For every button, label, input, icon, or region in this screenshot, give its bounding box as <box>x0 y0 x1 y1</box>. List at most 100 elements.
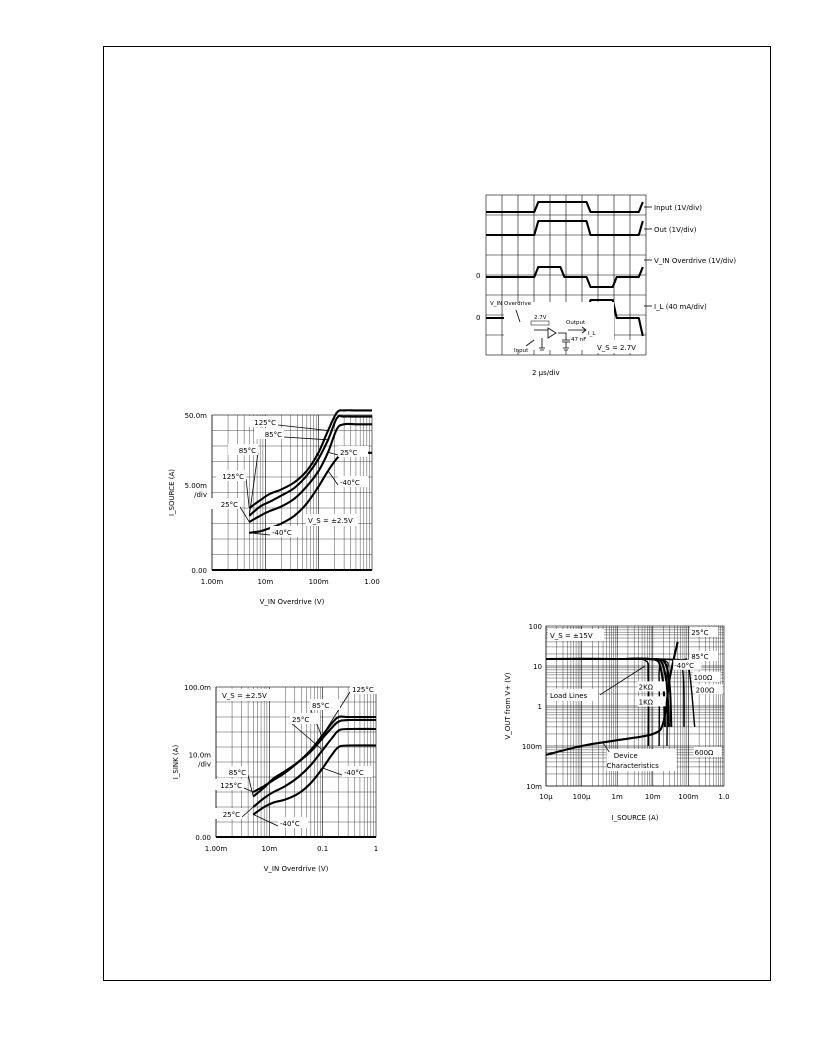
series-device-characteristics <box>545 641 679 756</box>
x-tick-label: 1.00m <box>201 578 224 586</box>
y-tick-label: 100.0m <box>184 684 211 692</box>
series-label-85-c: 85°C <box>312 702 329 710</box>
inset-vin-overdrive-label: V_IN Overdrive <box>490 301 532 307</box>
y-tick-label: 100 <box>529 623 542 631</box>
x-tick-label: 1.00m <box>205 845 228 853</box>
supply-annotation: V_S = ±15V <box>550 632 593 640</box>
scope-trace-v-in-overdrive <box>486 265 644 289</box>
leader-85-c <box>247 774 254 797</box>
scope-overdrive-label: V_IN Overdrive (1V/div) <box>654 257 736 265</box>
inset-input-label: Input <box>514 348 529 354</box>
label-bg <box>694 684 723 695</box>
label-bg <box>310 699 340 710</box>
leader-125-c <box>322 691 351 736</box>
y-tick-label: 10m <box>526 783 542 791</box>
inset-output-label: Output <box>566 320 586 326</box>
label-bg <box>228 444 258 455</box>
y-tick-label: 5.00m <box>185 482 208 490</box>
series-25-c <box>248 422 373 523</box>
x-tick-label: 0.1 <box>317 845 328 853</box>
series-label-125-c: 125°C <box>220 782 242 790</box>
x-tick-label: 100m <box>309 578 329 586</box>
leader-125-c <box>245 478 250 509</box>
y-tick-label: 10 <box>533 663 542 671</box>
x-tick-label: 100m <box>678 793 698 801</box>
label-bg <box>248 416 278 427</box>
label-bg <box>690 626 719 637</box>
leader-40-c <box>249 532 271 536</box>
series-label-40-c: -40°C <box>344 769 364 777</box>
y-axis-label: I_SINK (A) <box>172 745 180 780</box>
series-label-600: 600Ω <box>695 749 714 757</box>
series-label-85-c: 85°C <box>691 653 708 661</box>
label-bg <box>338 476 368 487</box>
series-label-40-c: -40°C <box>280 820 300 828</box>
y-axis-label: V_OUT from V+ (V) <box>504 672 512 739</box>
leader-125-c <box>243 787 254 793</box>
x-tick-label: 1.0 <box>718 793 729 801</box>
page-frame <box>103 46 771 981</box>
supply-annotation: V_S = ±2.5V <box>222 692 267 700</box>
annotation-bg <box>606 749 677 772</box>
leader-40-c <box>327 470 339 486</box>
label-bg <box>693 746 722 757</box>
x-tick-label: 10m <box>257 578 273 586</box>
leader-125-c <box>277 424 329 431</box>
leader-85-c <box>283 436 329 441</box>
inset-capacitor-label: 47 nF <box>571 337 586 343</box>
scope-input-label: Input (1V/div) <box>654 204 702 212</box>
series-label-40-c: -40°C <box>272 529 292 537</box>
y-div-label: /div <box>194 491 207 499</box>
y-tick-label: 0.00 <box>191 567 207 575</box>
series-125-c <box>248 409 372 509</box>
scope-chart: V_IN Overdrive 2.7V Output Input 47 nF I… <box>476 194 736 377</box>
x-tick-label: 100µ <box>573 793 591 801</box>
label-bg <box>637 696 666 707</box>
label-bg <box>216 470 246 481</box>
leader-85-c <box>248 452 259 516</box>
label-bg <box>342 766 372 777</box>
label-bg <box>212 808 242 819</box>
x-tick-label: 10m <box>261 845 277 853</box>
series-85-c <box>252 718 377 798</box>
y-tick-label: 10.0m <box>189 752 212 760</box>
annotation-bg <box>220 689 272 701</box>
annotation-bg <box>548 688 598 701</box>
leader-25-c <box>241 806 254 818</box>
label-bg <box>210 498 240 509</box>
scope-current-label: I_L (40 mA/div) <box>654 303 707 311</box>
zero-marker-overdrive: 0 <box>476 272 480 280</box>
label-bg <box>673 659 702 670</box>
load-lines-leader <box>599 665 646 696</box>
series-label-25-c: 25°C <box>340 449 357 457</box>
label-bg <box>278 817 308 828</box>
leader-25-c <box>289 721 323 751</box>
label-bg <box>692 671 721 682</box>
scope-trace-input <box>486 200 644 214</box>
series-2k <box>617 657 650 747</box>
y-tick-label: 100m <box>522 743 542 751</box>
label-bg <box>690 650 719 661</box>
device-char-annotation: Characteristics <box>606 762 659 770</box>
inset-supply-label: 2.7V <box>534 315 547 321</box>
label-bg <box>270 526 300 537</box>
leader-40-c <box>322 767 343 776</box>
inset-load-current-label: I_L <box>588 331 596 337</box>
y-tick-label: 50.0m <box>185 412 208 420</box>
series-label-125-c: 125°C <box>352 686 374 694</box>
y-tick-label: 0.00 <box>195 834 211 842</box>
scope-supply-annotation: V_S = 2.7V <box>597 344 636 352</box>
series-label-1k: 1KΩ <box>639 698 654 706</box>
series-label-40-c: -40°C <box>674 662 694 670</box>
load-lines-annotation: Load Lines <box>550 692 588 700</box>
scope-trace-out <box>486 219 644 237</box>
series-25-c <box>252 727 377 808</box>
leader-25-c <box>327 451 339 456</box>
label-bg <box>214 779 244 790</box>
series-85-c <box>248 414 372 517</box>
series-label-25-c: 25°C <box>691 629 708 637</box>
label-bg <box>218 766 248 777</box>
supply-annotation: V_S = ±2.5V <box>308 517 353 525</box>
